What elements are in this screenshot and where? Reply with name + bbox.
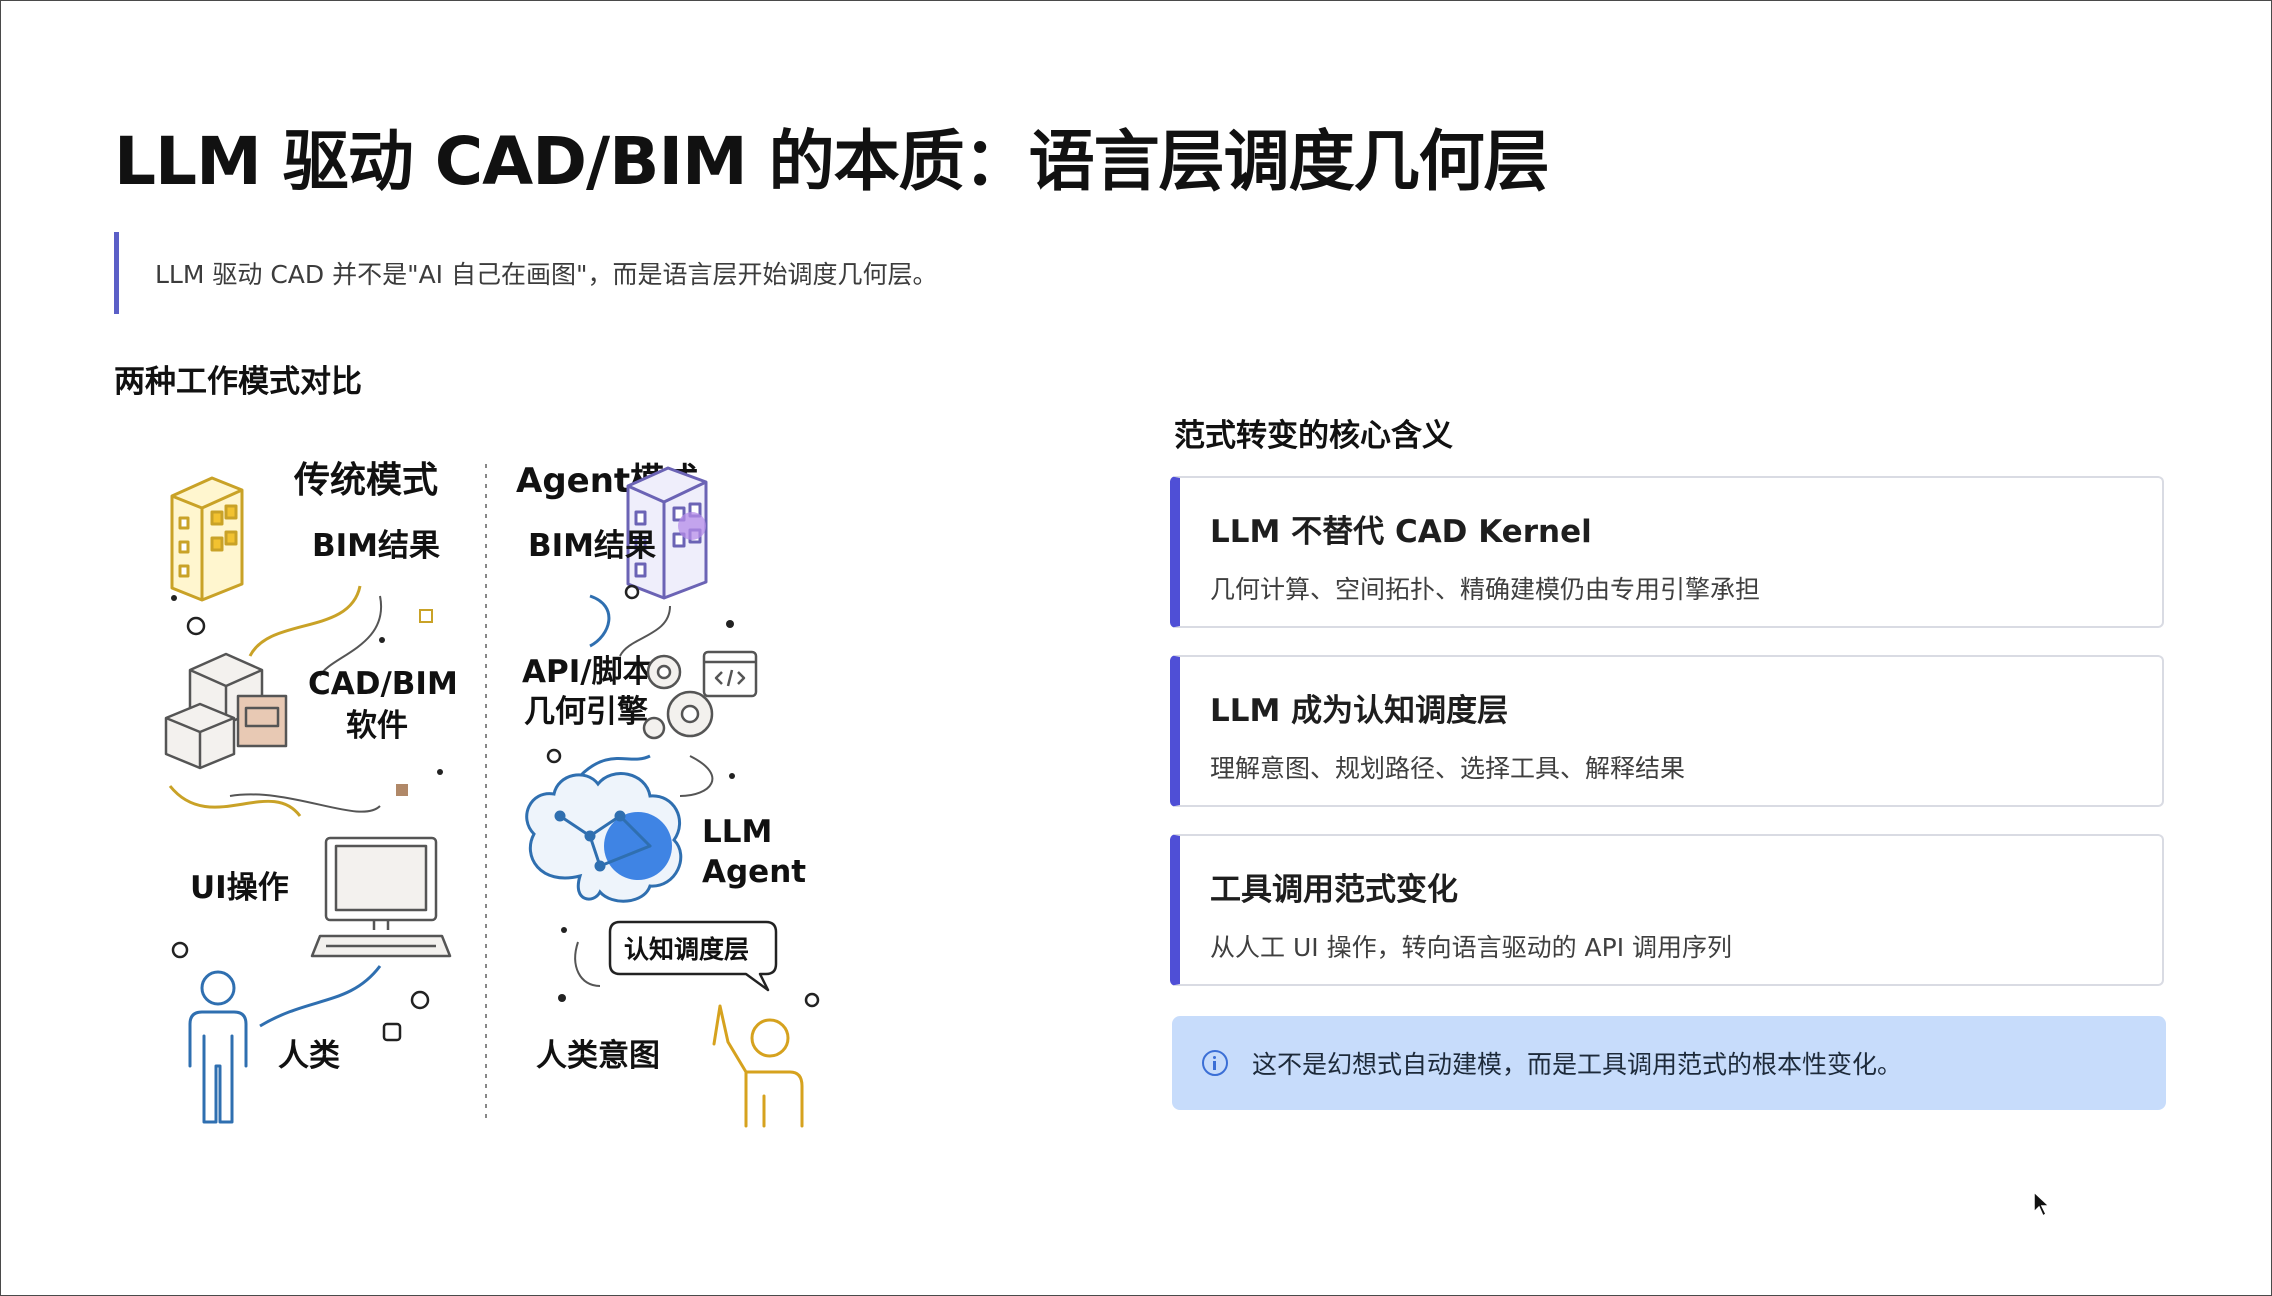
connector [168,785,302,817]
decor-square [382,1022,402,1042]
gears-icon [642,654,714,740]
software-line2: 软件 [346,708,408,744]
mode-comparison-illustration: 传统模式 BIM结果 CAD/BIM 软件 UI操作 [150,446,830,1132]
decor-dot [171,595,177,601]
mouse-cursor-icon [2033,1190,2051,1218]
decor-dot [558,994,566,1002]
connector [589,594,611,648]
info-note-text: 这不是幻想式自动建模，而是工具调用范式的根本性变化。 [1252,1050,1903,1079]
pointing-human-icon [712,1004,804,1128]
connector [578,754,651,778]
brain-icon [525,772,683,903]
info-icon [1202,1050,1228,1076]
speech-bubble [608,920,778,992]
left-section-title: 两种工作模式对比 [114,364,362,400]
human-icon [188,970,248,1124]
quote-text: LLM 驱动 CAD 并不是"AI 自己在画图"，而是语言层开始调度几何层。 [155,260,938,289]
api-line1: API/脚本/ [522,654,666,690]
decor-circle [624,584,640,600]
quote-block: LLM 驱动 CAD 并不是"AI 自己在画图"，而是语言层开始调度几何层。 [114,232,938,314]
traditional-bim-result: BIM结果 [312,528,440,564]
connector [319,595,383,677]
decor-square [396,784,408,796]
page-title: LLM 驱动 CAD/BIM 的本质：语言层调度几何层 [114,123,1550,200]
card-title: LLM 不替代 CAD Kernel [1210,514,1592,550]
card-description: 从人工 UI 操作，转向语言驱动的 API 调用序列 [1210,933,1733,962]
cognitive-layer-label: 认知调度层 [624,935,749,964]
cad-software-icon [164,652,288,770]
agent-bim-result: BIM结果 [528,528,656,564]
decor-dot [379,637,385,643]
human-intent-label: 人类意图 [536,1038,660,1074]
right-section-title: 范式转变的核心含义 [1174,418,1453,454]
card-tool-calling-shift: 工具调用范式变化 从人工 UI 操作，转向语言驱动的 API 调用序列 [1170,834,2164,986]
traditional-heading: 传统模式 [293,460,438,501]
decor-dot [561,927,567,933]
llm-label: LLM [702,814,772,850]
highlight-dot [678,512,706,540]
human-label: 人类 [278,1038,340,1074]
connector [574,941,601,987]
connector [619,605,671,657]
card-llm-cognitive-layer: LLM 成为认知调度层 理解意图、规划路径、选择工具、解释结果 [1170,655,2164,807]
card-title: 工具调用范式变化 [1210,872,1458,908]
building-icon [170,476,244,602]
connector [229,793,381,813]
software-line1: CAD/BIM [308,666,458,702]
card-title: LLM 成为认知调度层 [1210,693,1509,729]
card-description: 理解意图、规划路径、选择工具、解释结果 [1210,754,1686,783]
card-llm-not-replace-kernel: LLM 不替代 CAD Kernel 几何计算、空间拓扑、精确建模仍由专用引擎承… [1170,476,2164,628]
info-note: 这不是幻想式自动建模，而是工具调用范式的根本性变化。 [1172,1016,2166,1110]
decor-dot [437,769,443,775]
decor-square [419,609,433,623]
decor-circle [171,941,189,959]
api-line2: 几何引擎 [524,694,648,730]
code-window-icon [702,650,758,698]
connector [259,965,382,1028]
agent-label: Agent [702,854,806,890]
ui-operation-label: UI操作 [190,870,289,906]
monitor-icon [310,836,452,958]
decor-circle [804,992,820,1008]
decor-dot [729,773,735,779]
connector [679,755,714,797]
decor-circle [186,616,206,636]
card-description: 几何计算、空间拓扑、精确建模仍由专用引擎承担 [1210,575,1761,604]
decor-dot [726,620,734,628]
connector [248,585,362,657]
decor-circle [410,990,430,1010]
decor-circle [546,748,562,764]
